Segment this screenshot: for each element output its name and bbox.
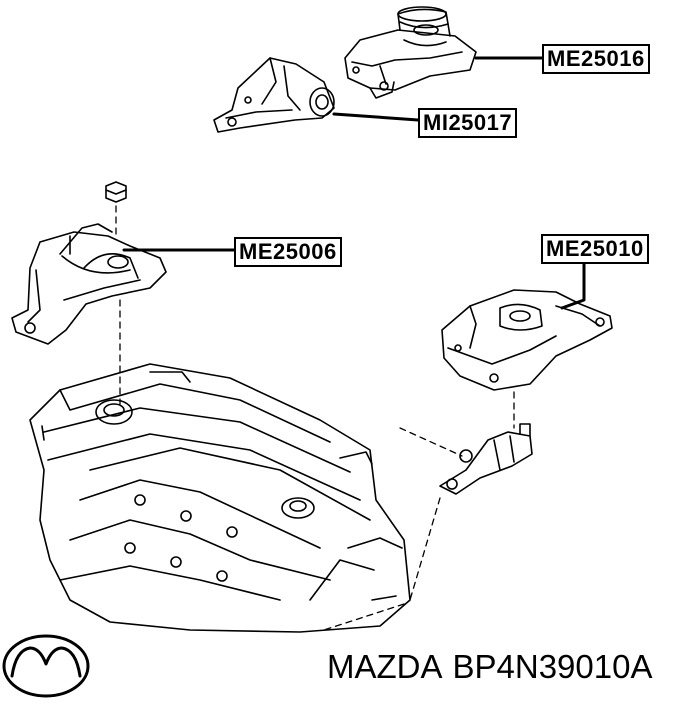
callout-transmission-mount: ME25010 bbox=[541, 234, 649, 264]
lower-bracket-part bbox=[439, 423, 533, 495]
transmission-mount-part bbox=[441, 289, 613, 391]
callout-engine-mount-top: ME25016 bbox=[542, 44, 650, 74]
engine-mount-top-part bbox=[344, 6, 477, 99]
part-number: BP4N39010A bbox=[452, 648, 653, 685]
callout-engine-mount-right: ME25006 bbox=[234, 237, 342, 267]
mazda-logo-icon bbox=[2, 634, 90, 698]
brand-name: MAZDA bbox=[327, 648, 443, 685]
engine-mount-right-part bbox=[11, 181, 167, 345]
engine-block bbox=[29, 363, 411, 633]
callout-engine-mount-bracket: MI25017 bbox=[418, 108, 518, 138]
callout-leaders bbox=[122, 56, 586, 310]
engine-mount-bracket-part bbox=[213, 57, 335, 133]
assembly-guide-lines bbox=[115, 205, 515, 631]
